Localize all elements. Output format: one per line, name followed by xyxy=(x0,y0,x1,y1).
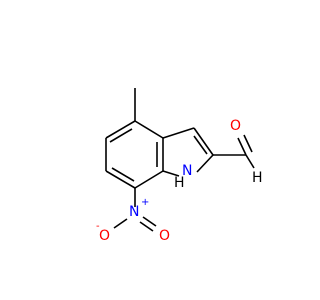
molecule-canvas: O H N H N + O - O xyxy=(96,88,263,244)
molecule-structure: O H N H N + O - O xyxy=(96,88,263,244)
atom-nh-n: N xyxy=(182,163,192,179)
bond-c3-c2-inner xyxy=(193,135,208,155)
atom-nitro-o1: O xyxy=(99,228,110,244)
atom-nh-h: H xyxy=(174,175,185,191)
bond-c6-c7 xyxy=(105,170,136,189)
nitro-o1-minus-charge: - xyxy=(96,221,100,232)
bond-c2-n1 xyxy=(196,154,214,173)
nitro-plus-charge: + xyxy=(141,197,149,208)
atom-aldehyde-h: H xyxy=(252,170,263,186)
bond-c4-c5-inner xyxy=(109,128,133,143)
bond-nitro-o2-double xyxy=(139,221,154,232)
bond-c3-c2 xyxy=(193,127,214,156)
bond-c6-c7-inner xyxy=(111,167,135,182)
bond-nitro-o2 xyxy=(142,216,157,227)
bond-n1-c7a xyxy=(162,170,180,177)
atom-nitro-n: N xyxy=(129,204,139,220)
bond-c3a-c3 xyxy=(162,127,195,139)
bond-c4-c5 xyxy=(105,120,136,139)
bond-cho-o xyxy=(237,137,247,156)
bond-cho-h xyxy=(245,154,255,169)
bond-nitro-o1 xyxy=(113,218,128,229)
bond-c3a-c4 xyxy=(134,120,164,139)
atom-oxygen-aldehyde: O xyxy=(230,118,241,134)
bond-c7-c7a xyxy=(134,170,164,189)
bond-cho-o-double xyxy=(243,134,253,153)
atom-nitro-o2: O xyxy=(159,228,170,244)
